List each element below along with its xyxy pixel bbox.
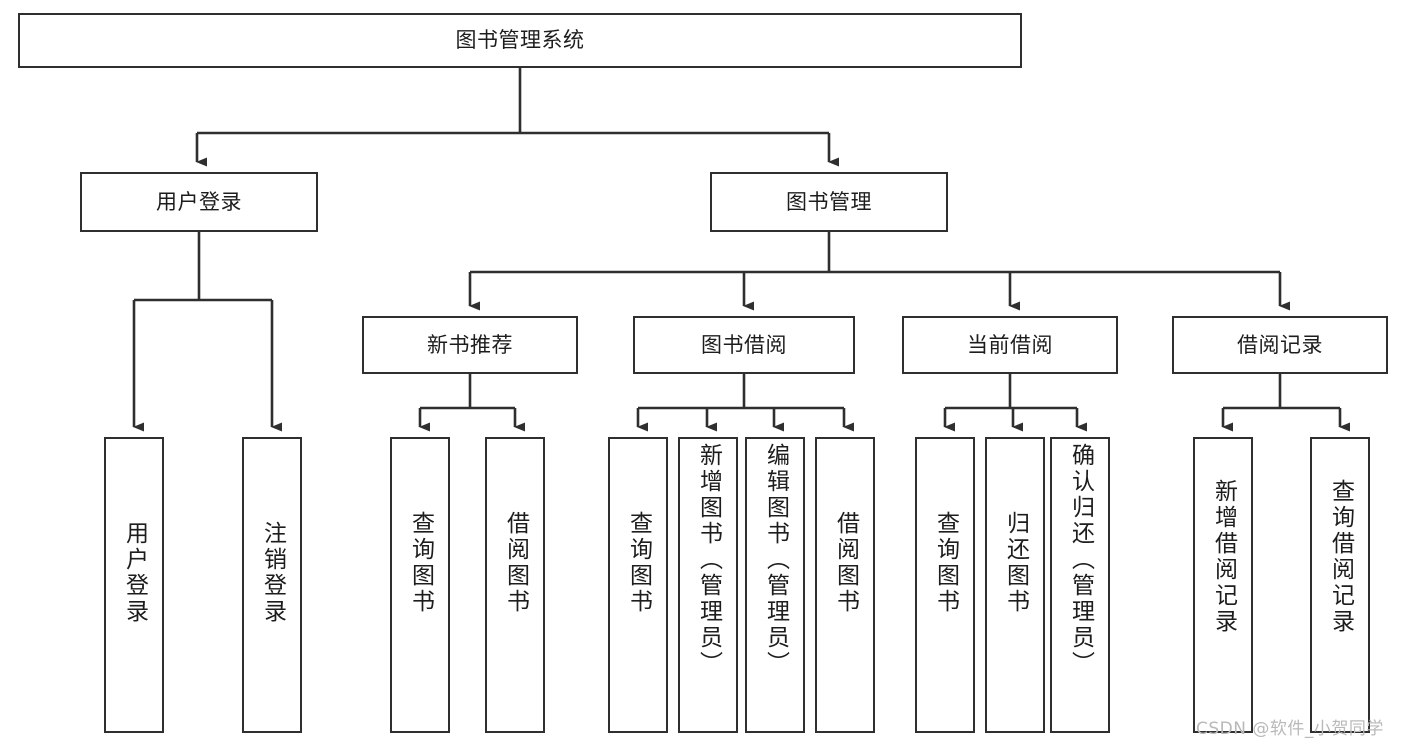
node-label: 注销登录 xyxy=(259,521,286,625)
node-label: 借阅图书 xyxy=(832,511,859,615)
node-label: 借阅图书 xyxy=(502,511,529,615)
node-leaf-query-book-3[interactable]: 查询图书 xyxy=(915,437,975,733)
node-leaf-return-book[interactable]: 归还图书 xyxy=(985,437,1045,733)
node-label: 新增借阅记录 xyxy=(1210,479,1237,635)
node-label: 查询图书 xyxy=(625,511,652,615)
node-leaf-edit-book[interactable]: 编辑图书（管理员） xyxy=(745,437,805,733)
node-user-login[interactable]: 用户登录 xyxy=(80,172,318,232)
node-label: 新增图书（管理员） xyxy=(695,443,722,677)
node-borrow-record[interactable]: 借阅记录 xyxy=(1172,316,1388,374)
node-book-borrow[interactable]: 图书借阅 xyxy=(633,316,855,374)
node-label: 查询图书 xyxy=(407,511,434,615)
node-label: 图书借阅 xyxy=(701,332,787,357)
node-label: 新书推荐 xyxy=(427,332,513,357)
node-leaf-query-book-2[interactable]: 查询图书 xyxy=(608,437,668,733)
node-label: 图书管理系统 xyxy=(455,28,585,53)
node-label: 用户登录 xyxy=(121,521,148,625)
node-leaf-logout-login[interactable]: 注销登录 xyxy=(242,437,302,733)
node-leaf-confirm-return[interactable]: 确认归还（管理员） xyxy=(1050,437,1110,733)
node-label: 编辑图书（管理员） xyxy=(762,443,789,677)
node-label: 归还图书 xyxy=(1002,511,1029,615)
node-leaf-user-login[interactable]: 用户登录 xyxy=(104,437,164,733)
node-leaf-query-record[interactable]: 查询借阅记录 xyxy=(1310,437,1370,733)
node-root-system[interactable]: 图书管理系统 xyxy=(18,13,1022,68)
node-leaf-add-record[interactable]: 新增借阅记录 xyxy=(1193,437,1253,733)
node-leaf-query-book-1[interactable]: 查询图书 xyxy=(390,437,450,733)
node-current-borrow[interactable]: 当前借阅 xyxy=(902,316,1118,374)
node-label: 借阅记录 xyxy=(1237,332,1323,357)
node-label: 图书管理 xyxy=(786,189,872,214)
node-leaf-borrow-book-2[interactable]: 借阅图书 xyxy=(815,437,875,733)
node-label: 当前借阅 xyxy=(967,332,1053,357)
node-label: 用户登录 xyxy=(156,189,242,214)
node-label: 确认归还（管理员） xyxy=(1067,443,1094,677)
node-book-management[interactable]: 图书管理 xyxy=(710,172,948,232)
watermark: CSDN @软件_小贺同学 xyxy=(1196,719,1384,739)
node-label: 查询图书 xyxy=(932,511,959,615)
node-new-book-recommend[interactable]: 新书推荐 xyxy=(362,316,578,374)
node-label: 查询借阅记录 xyxy=(1327,479,1354,635)
node-leaf-borrow-book-1[interactable]: 借阅图书 xyxy=(485,437,545,733)
node-leaf-add-book[interactable]: 新增图书（管理员） xyxy=(678,437,738,733)
